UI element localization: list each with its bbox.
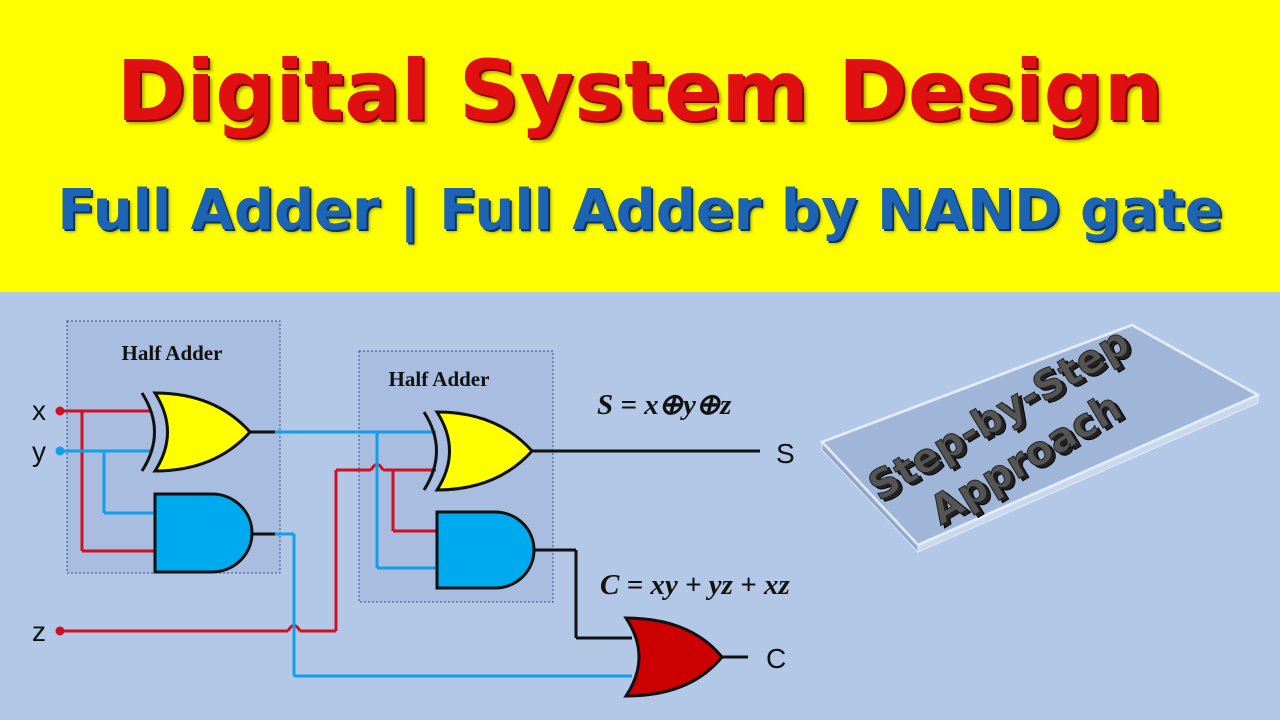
step-by-step-badge: Step-by-Step Step-by-Step Approach Appro… [820,318,1260,554]
red-wires [55,406,437,636]
xor-gate-2 [422,410,535,492]
sum-equation: S = x⊕y⊕z [597,389,732,421]
page-title: Digital System Design [116,42,1164,140]
input-label-x: x [32,395,46,426]
input-label-z: z [32,616,46,647]
title-banner [0,0,1280,292]
blue-wires [55,430,632,678]
output-label-s: S [776,438,795,469]
black-wires [250,430,760,659]
or-gate [623,616,724,698]
xor-gate-1 [140,391,253,473]
input-label-y: y [32,436,46,467]
output-label-c: C [766,643,786,674]
page-subtitle: Full Adder | Full Adder by NAND gate [57,178,1223,243]
half-adder-2-label: Half Adder [389,367,490,391]
and-gate-2 [435,510,536,590]
and-gate-1 [153,492,254,574]
carry-equation: C = xy + yz + xz [600,569,790,601]
glass-plate [820,323,1260,554]
full-adder-circuit-diagram: Half Adder Half Adder x y z [32,320,795,698]
half-adder-1-label: Half Adder [122,341,223,365]
